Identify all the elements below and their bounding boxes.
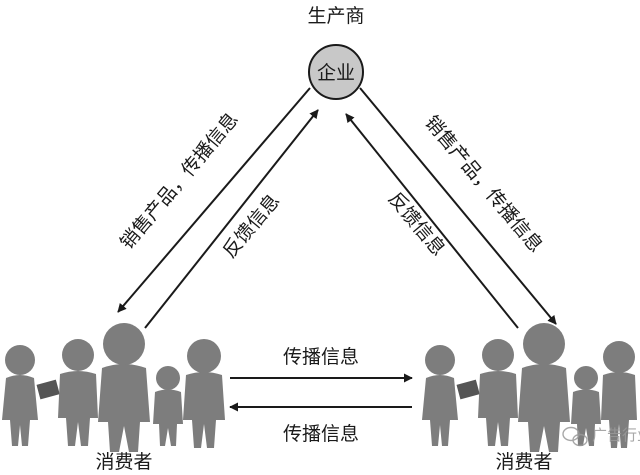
left-person-3-figure: [98, 323, 150, 452]
edge-label-bottom-lower: 传播信息: [283, 423, 359, 445]
arrow-enterprise-to-right-consumers: [359, 87, 557, 325]
arrow-left-consumers-to-enterprise: [144, 109, 319, 329]
left-consumer-group: [2, 323, 225, 452]
watermark-text: 广告行业: [592, 426, 640, 444]
left-person-5-figure: [183, 339, 225, 448]
arrow-enterprise-to-left-consumers: [117, 87, 311, 313]
producer-title: 生产商: [307, 5, 364, 27]
wechat-icon: [562, 426, 588, 447]
enterprise-node: 企业: [308, 44, 364, 100]
right-book-icon: [456, 379, 480, 400]
right-person-1-figure: [422, 345, 458, 446]
right-person-5-figure: [601, 341, 637, 448]
edge-label-top-left-inner: 反馈信息: [219, 190, 285, 262]
left-consumer-label: 消费者: [95, 451, 152, 473]
edge-label-top-right-inner: 反馈信息: [384, 188, 450, 260]
right-person-3-figure: [518, 323, 570, 452]
enterprise-node-label: 企业: [317, 62, 355, 84]
right-consumer-label: 消费者: [495, 451, 552, 473]
arrow-right-consumers-to-enterprise: [345, 113, 519, 329]
watermark: 广告行业: [562, 426, 640, 447]
left-person-1-figure: [2, 345, 38, 446]
right-person-2-figure: [478, 339, 518, 446]
left-person-4-figure: [153, 366, 183, 446]
edge-label-bottom-upper: 传播信息: [283, 346, 359, 368]
left-person-2-figure: [58, 339, 98, 446]
left-book-icon: [36, 379, 60, 400]
edge-label-top-left-outer: 销售产品，传播信息: [116, 109, 243, 254]
